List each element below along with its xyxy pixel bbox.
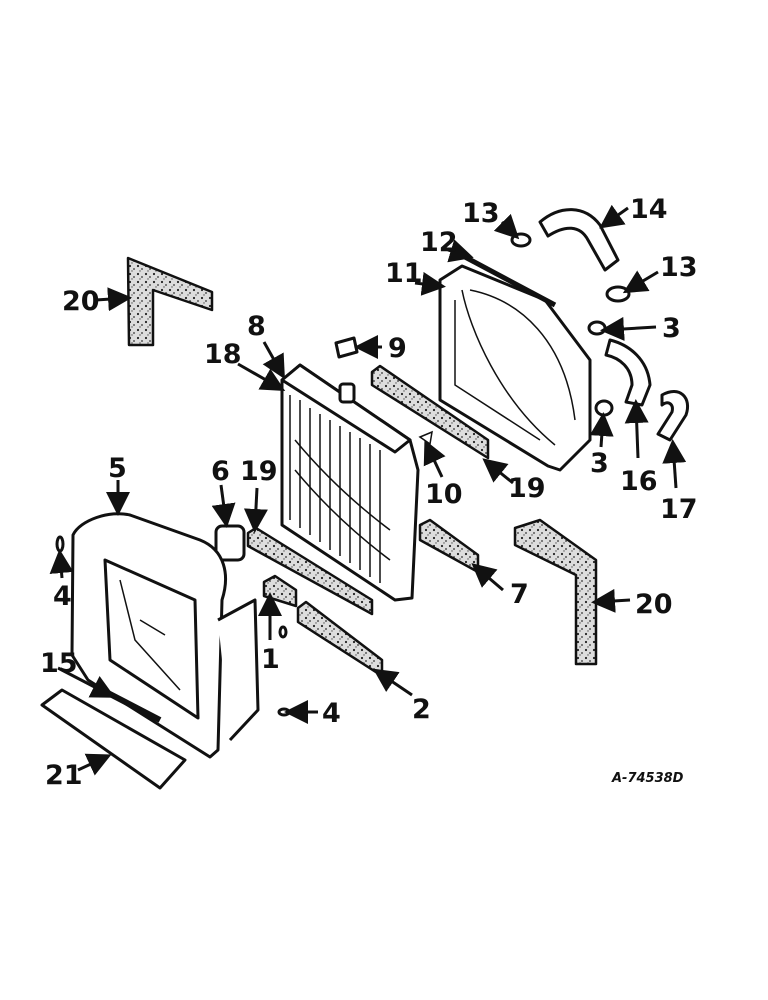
callout-4-upper: 4 (53, 581, 72, 612)
callout-12: 12 (420, 227, 458, 258)
bolt-4-upper (55, 535, 65, 553)
callout-10: 10 (425, 479, 463, 510)
seal-strip-7 (418, 518, 480, 574)
callout-13-right: 13 (660, 252, 698, 283)
clamp-3-upper (587, 320, 607, 336)
callout-1: 1 (261, 644, 280, 675)
leader-lines (49, 204, 687, 776)
callout-20-lower: 20 (635, 589, 673, 620)
callout-3-lower: 3 (590, 448, 609, 479)
drawing-code: A-74538D (611, 771, 684, 786)
bypass-hose (656, 390, 689, 442)
callout-7: 7 (510, 579, 529, 610)
bolt-4-lower (277, 707, 291, 717)
hose-clamp-upper (510, 232, 532, 248)
fan-shroud (438, 264, 592, 472)
hose-clamp-right (605, 285, 631, 303)
callout-19-upper: 19 (508, 473, 546, 504)
bar-15 (106, 690, 162, 723)
radiator-core (280, 363, 420, 602)
seal-strip-upper (370, 364, 490, 460)
callout-20-upper: 20 (62, 286, 100, 317)
callout-13-upper: 13 (462, 198, 500, 229)
clamp-3-lower (594, 399, 614, 417)
callout-9: 9 (388, 333, 407, 364)
callout-6: 6 (211, 456, 230, 487)
callout-19-lower: 19 (240, 456, 278, 487)
bolt-10 (418, 430, 433, 446)
callout-4-lower: 4 (322, 698, 341, 729)
callout-17: 17 (660, 494, 698, 525)
callout-15: 15 (40, 648, 78, 679)
radiator-cap (334, 336, 359, 359)
callout-11: 11 (385, 258, 423, 289)
lower-hose (604, 338, 652, 407)
callout-8: 8 (247, 311, 266, 342)
foam-seal-upper (126, 256, 214, 347)
bolt-1 (278, 625, 288, 639)
mounting-plate (40, 688, 187, 790)
callout-labels: 20 8 18 9 11 12 13 14 13 3 3 16 17 10 19… (40, 194, 698, 791)
callout-16: 16 (620, 466, 658, 497)
seal-strip-2 (296, 600, 384, 678)
callout-5: 5 (108, 453, 127, 484)
upper-hose (538, 208, 620, 272)
callout-3-upper: 3 (662, 313, 681, 344)
callout-14: 14 (630, 194, 668, 225)
callout-18: 18 (204, 339, 242, 370)
shroud-strip (463, 254, 557, 308)
grille-housing (70, 512, 260, 759)
callout-2: 2 (412, 694, 431, 725)
callout-21: 21 (45, 760, 83, 791)
foam-seal-lower (513, 518, 598, 666)
